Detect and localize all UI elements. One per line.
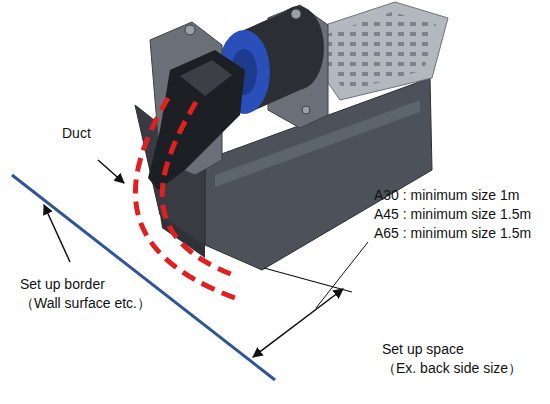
dimension-arrow: [253, 289, 343, 357]
duct-hood: [148, 50, 245, 190]
top-plate-holes: [310, 12, 436, 92]
extension-line: [264, 268, 352, 292]
duct-hood-highlight: [180, 60, 232, 96]
annotation-label: A65 : minimum size 1.5m: [374, 224, 531, 243]
bolt: [185, 25, 195, 35]
annotation-label: Set up space （Ex. back side size）: [382, 340, 522, 378]
size-leader-line: [316, 242, 368, 308]
duct-leader-arrow: [98, 160, 124, 183]
annotation-label: Duct: [62, 124, 91, 143]
bolt: [291, 9, 301, 19]
annotation-label: Set up border （Wall surface etc.）: [20, 275, 151, 313]
machine-foot: [160, 215, 205, 258]
border-leader-arrow: [44, 205, 70, 262]
duct-outline: [162, 102, 236, 276]
wall-line: [12, 175, 275, 380]
annotation-label: A45 : minimum size 1.5m: [374, 205, 531, 224]
bolt: [302, 106, 310, 114]
duct-outline: [135, 98, 235, 298]
annotation-label: A30 : minimum size 1m: [374, 186, 519, 205]
